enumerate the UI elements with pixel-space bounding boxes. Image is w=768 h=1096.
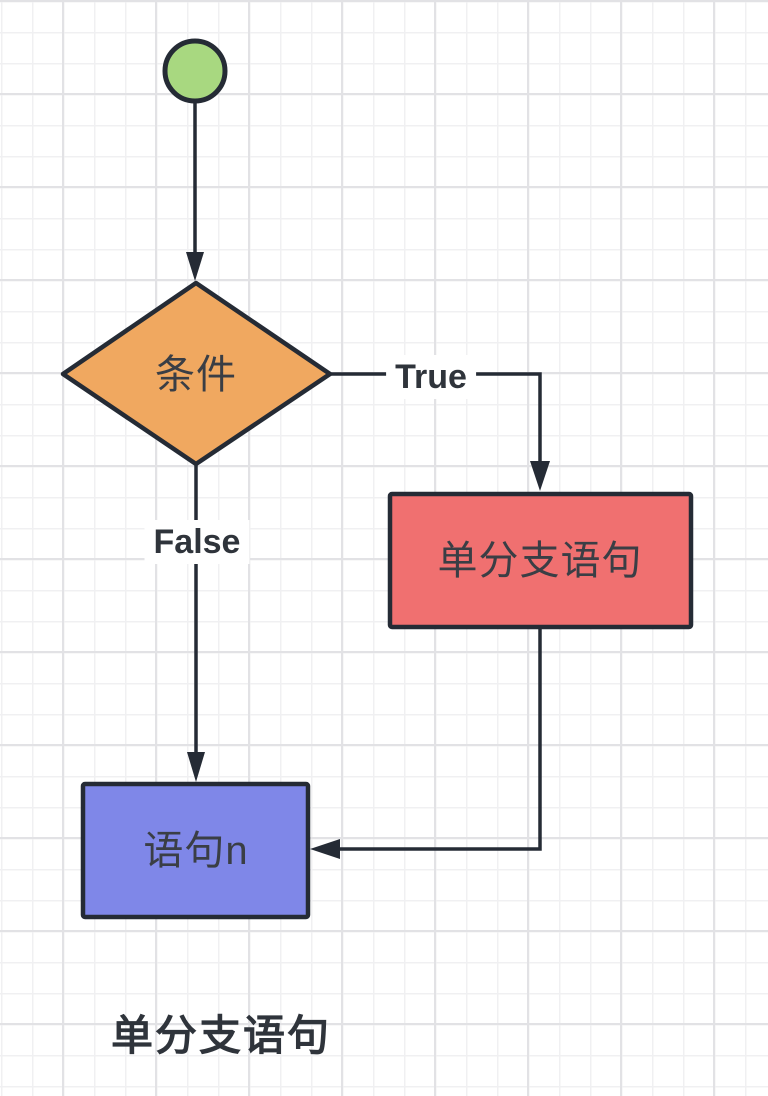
branch-statement-box[interactable] bbox=[387, 491, 694, 630]
statement-label: 语句n bbox=[143, 829, 249, 873]
start-node-circle[interactable] bbox=[162, 38, 228, 104]
condition-label: 条件 bbox=[155, 353, 237, 397]
arrowhead-down-icon bbox=[186, 252, 204, 281]
arrowhead-down-icon bbox=[187, 752, 205, 782]
arrowhead-left-icon bbox=[310, 839, 340, 859]
condition-diamond[interactable] bbox=[60, 280, 333, 467]
edge-start-to-condition[interactable] bbox=[186, 100, 204, 281]
edge-branch-to-statement[interactable] bbox=[310, 627, 542, 859]
edge-line bbox=[340, 627, 542, 851]
diagram-caption: 单分支语句 bbox=[110, 1012, 332, 1059]
arrowhead-down-icon bbox=[530, 461, 550, 491]
false-edge-label: False bbox=[144, 520, 250, 564]
true-edge-label: True bbox=[386, 355, 476, 399]
branch-statement-label: 单分支语句 bbox=[437, 539, 643, 583]
statement-box[interactable] bbox=[80, 781, 311, 920]
edge-condition-false[interactable] bbox=[187, 464, 205, 782]
